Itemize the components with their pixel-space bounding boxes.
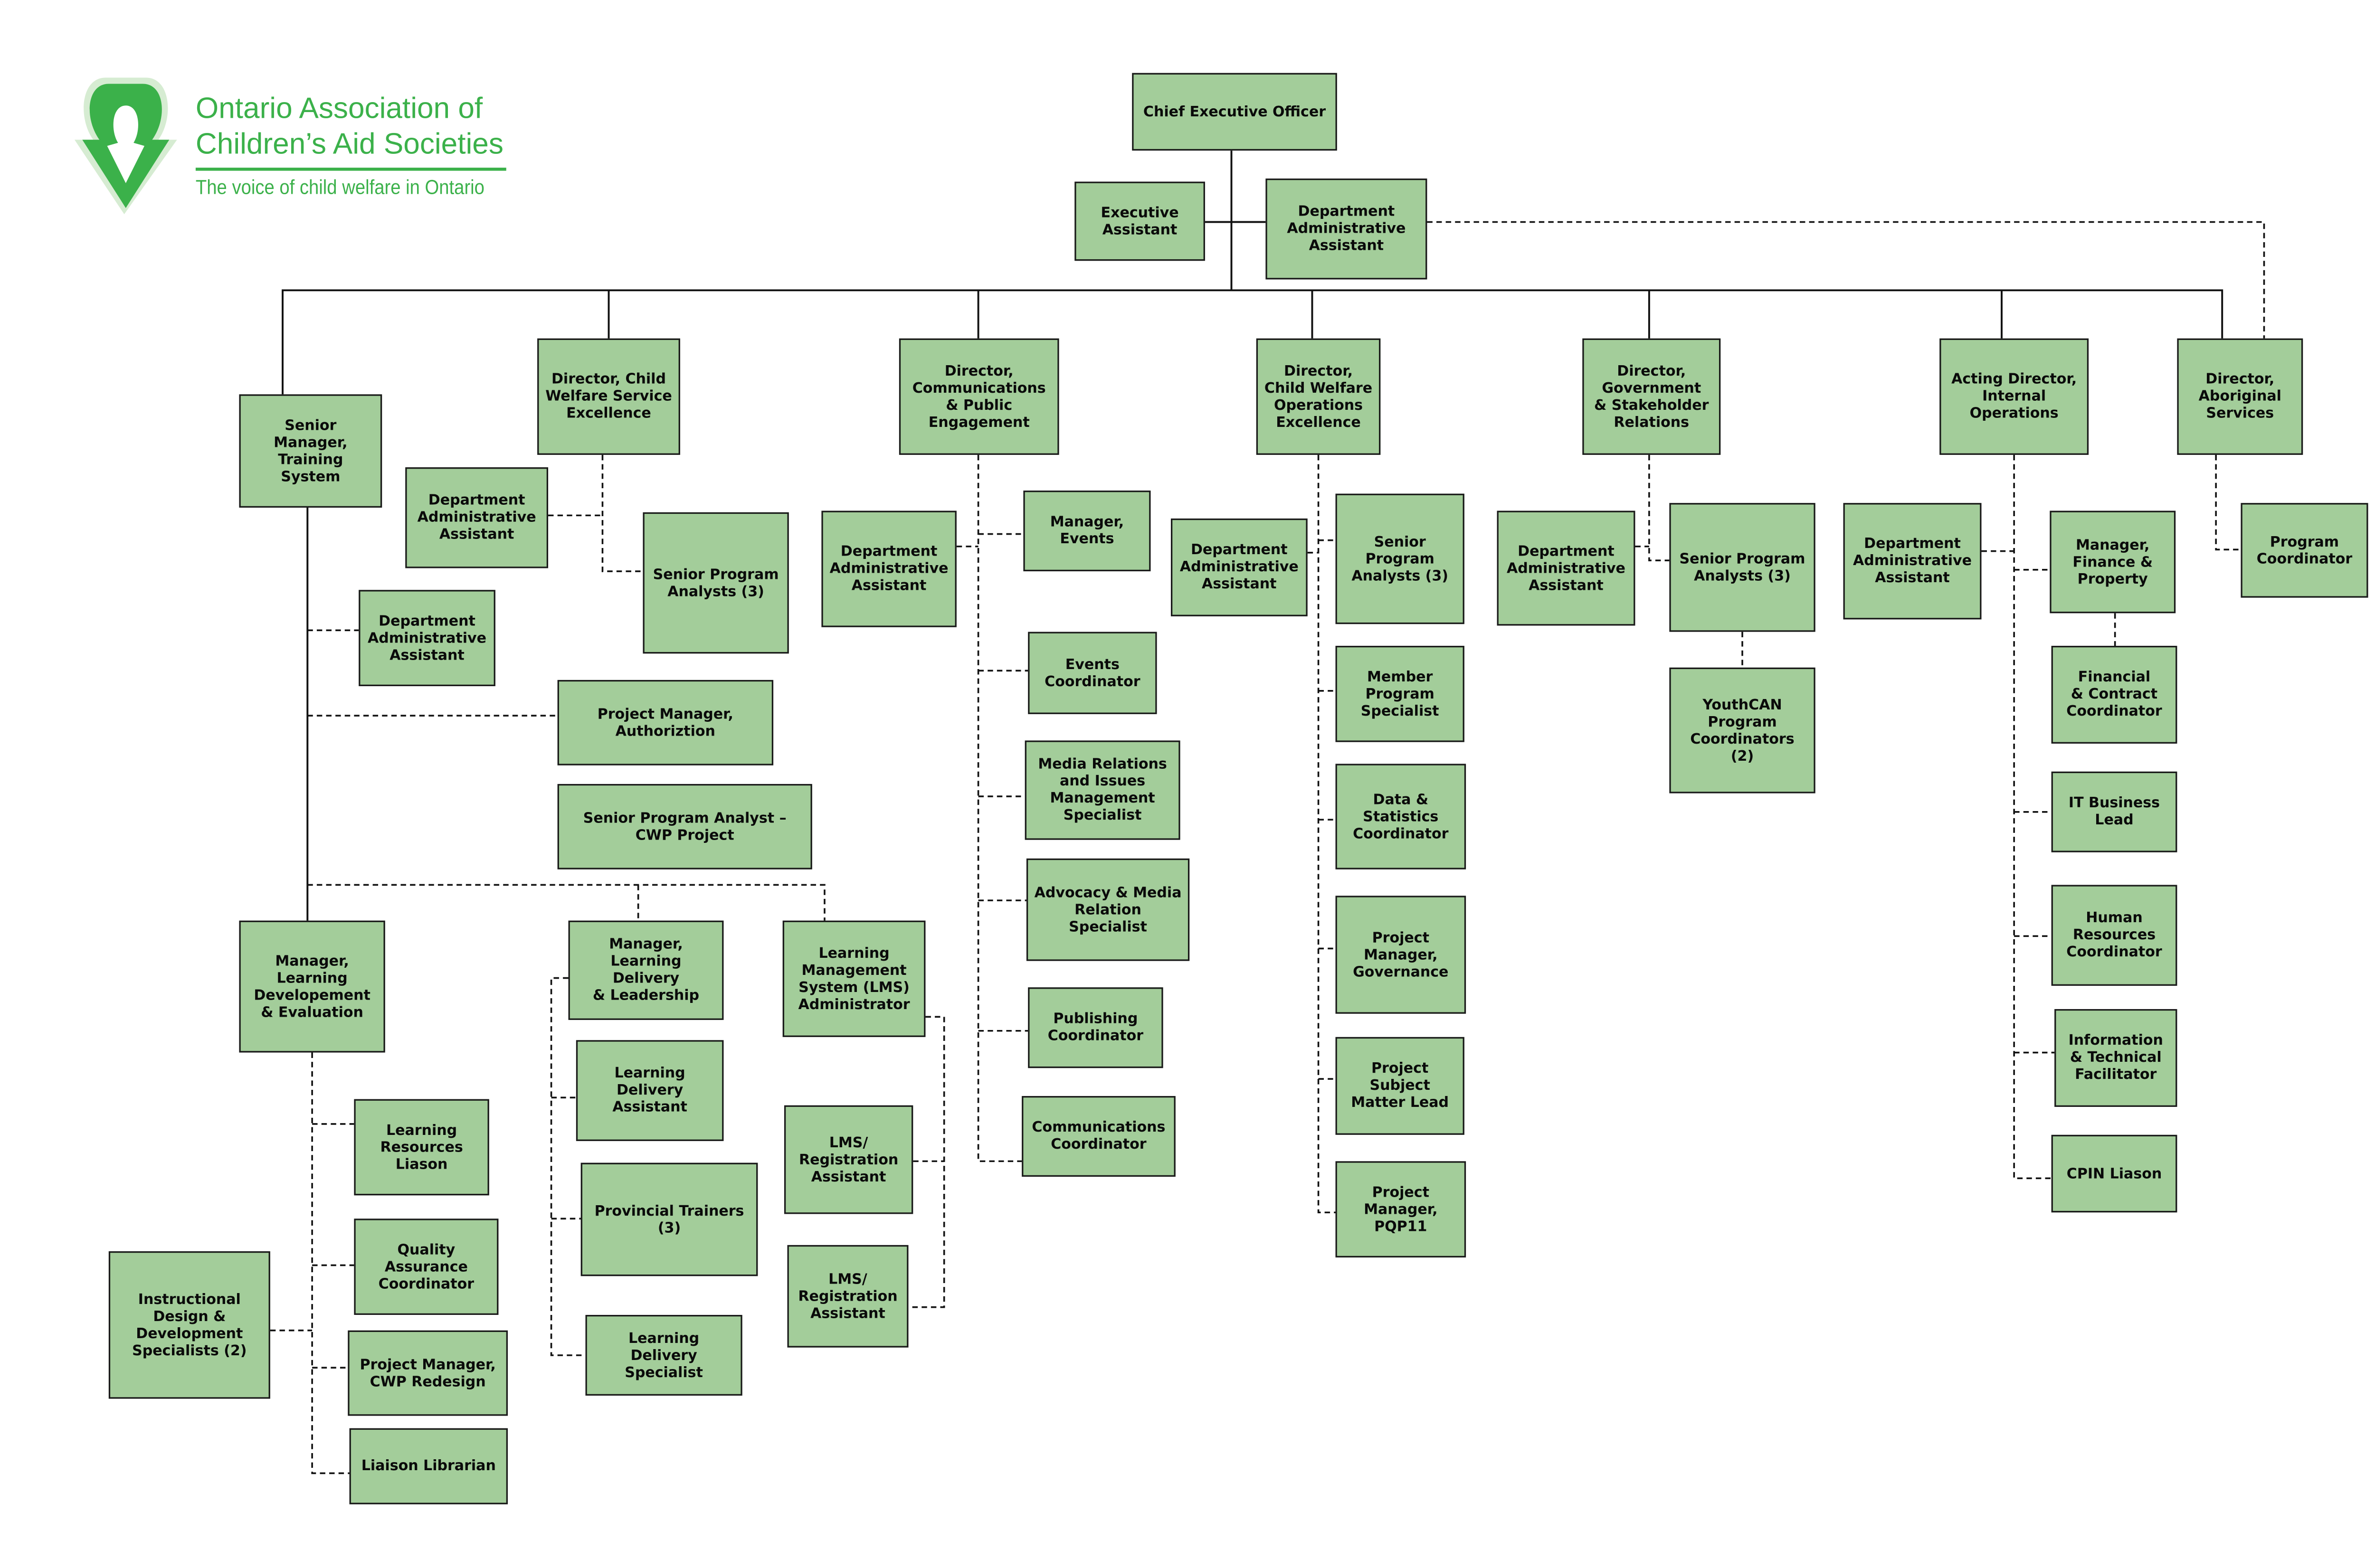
node-manager-learning-development[interactable]: Manager, Learning Developement & Evaluat… (239, 920, 385, 1053)
node-program-coordinator[interactable]: Program Coordinator (2241, 503, 2368, 598)
node-training-dept-admin-assistant[interactable]: Department Administrative Assistant (359, 590, 495, 686)
node-advocacy-media-specialist[interactable]: Advocacy & Media Relation Specialist (1026, 858, 1190, 961)
node-information-technical-facilitator[interactable]: Information & Technical Facilitator (2054, 1009, 2177, 1107)
logo-divider (195, 168, 506, 170)
node-comms-dept-admin-assistant[interactable]: Department Administrative Assistant (821, 510, 957, 627)
node-provincial-trainers[interactable]: Provincial Trainers (3) (580, 1162, 758, 1276)
node-ceo[interactable]: Chief Executive Officer (1132, 73, 1337, 151)
node-learning-delivery-specialist[interactable]: Learning Delivery Specialist (585, 1315, 742, 1396)
node-manager-events[interactable]: Manager, Events (1023, 491, 1151, 572)
node-project-subject-matter-lead[interactable]: Project Subject Matter Lead (1335, 1037, 1464, 1135)
node-manager-learning-delivery[interactable]: Manager, Learning Delivery & Leadership (568, 920, 724, 1020)
logo-tagline: The voice of child welfare in Ontario (195, 175, 484, 199)
node-cpin-liaison[interactable]: CPIN Liason (2051, 1134, 2177, 1213)
node-director-aboriginal-services[interactable]: Director, Aboriginal Services (2177, 338, 2303, 455)
node-acting-director-internal-operations[interactable]: Acting Director, Internal Operations (1939, 338, 2089, 455)
node-data-statistics-coordinator[interactable]: Data & Statistics Coordinator (1335, 764, 1466, 869)
node-financial-contract-coordinator[interactable]: Financial & Contract Coordinator (2051, 645, 2177, 744)
node-lms-administrator[interactable]: Learning Management System (LMS) Adminis… (782, 920, 926, 1037)
node-gov-dept-admin-assistant[interactable]: Department Administrative Assistant (1497, 510, 1635, 626)
node-it-business-lead[interactable]: IT Business Lead (2051, 771, 2177, 852)
node-cws-senior-program-analysts[interactable]: Senior Program Analysts (3) (643, 512, 789, 654)
logo-title-line2: Children’s Aid Societies (195, 129, 504, 161)
node-instructional-design[interactable]: Instructional Design & Development Speci… (108, 1251, 270, 1399)
node-pm-authorization[interactable]: Project Manager, Authoriztion (557, 680, 774, 765)
node-events-coordinator[interactable]: Events Coordinator (1028, 632, 1157, 714)
node-manager-finance-property[interactable]: Manager, Finance & Property (2050, 510, 2176, 614)
node-ops-senior-program-analysts[interactable]: Senior Program Analysts (3) (1335, 493, 1464, 624)
node-director-government-relations[interactable]: Director, Government & Stakeholder Relat… (1582, 338, 1721, 455)
node-cws-dept-admin-assistant[interactable]: Department Administrative Assistant (405, 467, 549, 568)
node-communications-coordinator[interactable]: Communications Coordinator (1022, 1096, 1176, 1177)
node-director-operations[interactable]: Director, Child Welfare Operations Excel… (1256, 338, 1381, 455)
node-director-communications[interactable]: Director, Communications & Public Engage… (899, 338, 1059, 455)
node-pm-cwp-redesign[interactable]: Project Manager, CWP Redesign (348, 1330, 508, 1416)
node-ceo-dept-admin-assistant[interactable]: Department Administrative Assistant (1265, 178, 1427, 280)
node-pm-governance[interactable]: Project Manager, Governance (1335, 896, 1466, 1014)
node-media-relations-specialist[interactable]: Media Relations and Issues Management Sp… (1025, 740, 1180, 840)
node-internal-dept-admin-assistant[interactable]: Department Administrative Assistant (1843, 503, 1982, 620)
node-liaison-librarian[interactable]: Liaison Librarian (349, 1428, 508, 1504)
node-human-resources-coordinator[interactable]: Human Resources Coordinator (2051, 885, 2177, 986)
oacas-logo: Ontario Association of Children’s Aid So… (68, 71, 534, 220)
node-publishing-coordinator[interactable]: Publishing Coordinator (1028, 987, 1163, 1068)
node-lms-registration-assistant-1[interactable]: LMS/ Registration Assistant (784, 1105, 913, 1214)
node-member-program-specialist[interactable]: Member Program Specialist (1335, 645, 1464, 742)
node-gov-senior-program-analysts[interactable]: Senior Program Analysts (3) (1669, 503, 1815, 632)
node-lms-registration-assistant-2[interactable]: LMS/ Registration Assistant (787, 1245, 909, 1348)
node-director-child-welfare-service[interactable]: Director, Child Welfare Service Excellen… (537, 338, 680, 455)
node-youthcan-coordinators[interactable]: YouthCAN Program Coordinators (2) (1669, 667, 1815, 793)
node-learning-delivery-assistant[interactable]: Learning Delivery Assistant (576, 1040, 724, 1141)
node-senior-manager-training[interactable]: Senior Manager, Training System (239, 394, 382, 508)
node-learning-resources-liaison[interactable]: Learning Resources Liason (354, 1099, 489, 1196)
node-executive-assistant[interactable]: Executive Assistant (1074, 181, 1205, 261)
node-ops-dept-admin-assistant[interactable]: Department Administrative Assistant (1170, 518, 1308, 616)
logo-title-line1: Ontario Association of (195, 93, 483, 126)
node-pm-pqp11[interactable]: Project Manager, PQP11 (1335, 1161, 1466, 1258)
child-arrow-logo-icon (74, 77, 177, 215)
node-quality-assurance[interactable]: Quality Assurance Coordinator (354, 1219, 499, 1315)
node-senior-program-analyst-cwp[interactable]: Senior Program Analyst – CWP Project (557, 784, 812, 869)
